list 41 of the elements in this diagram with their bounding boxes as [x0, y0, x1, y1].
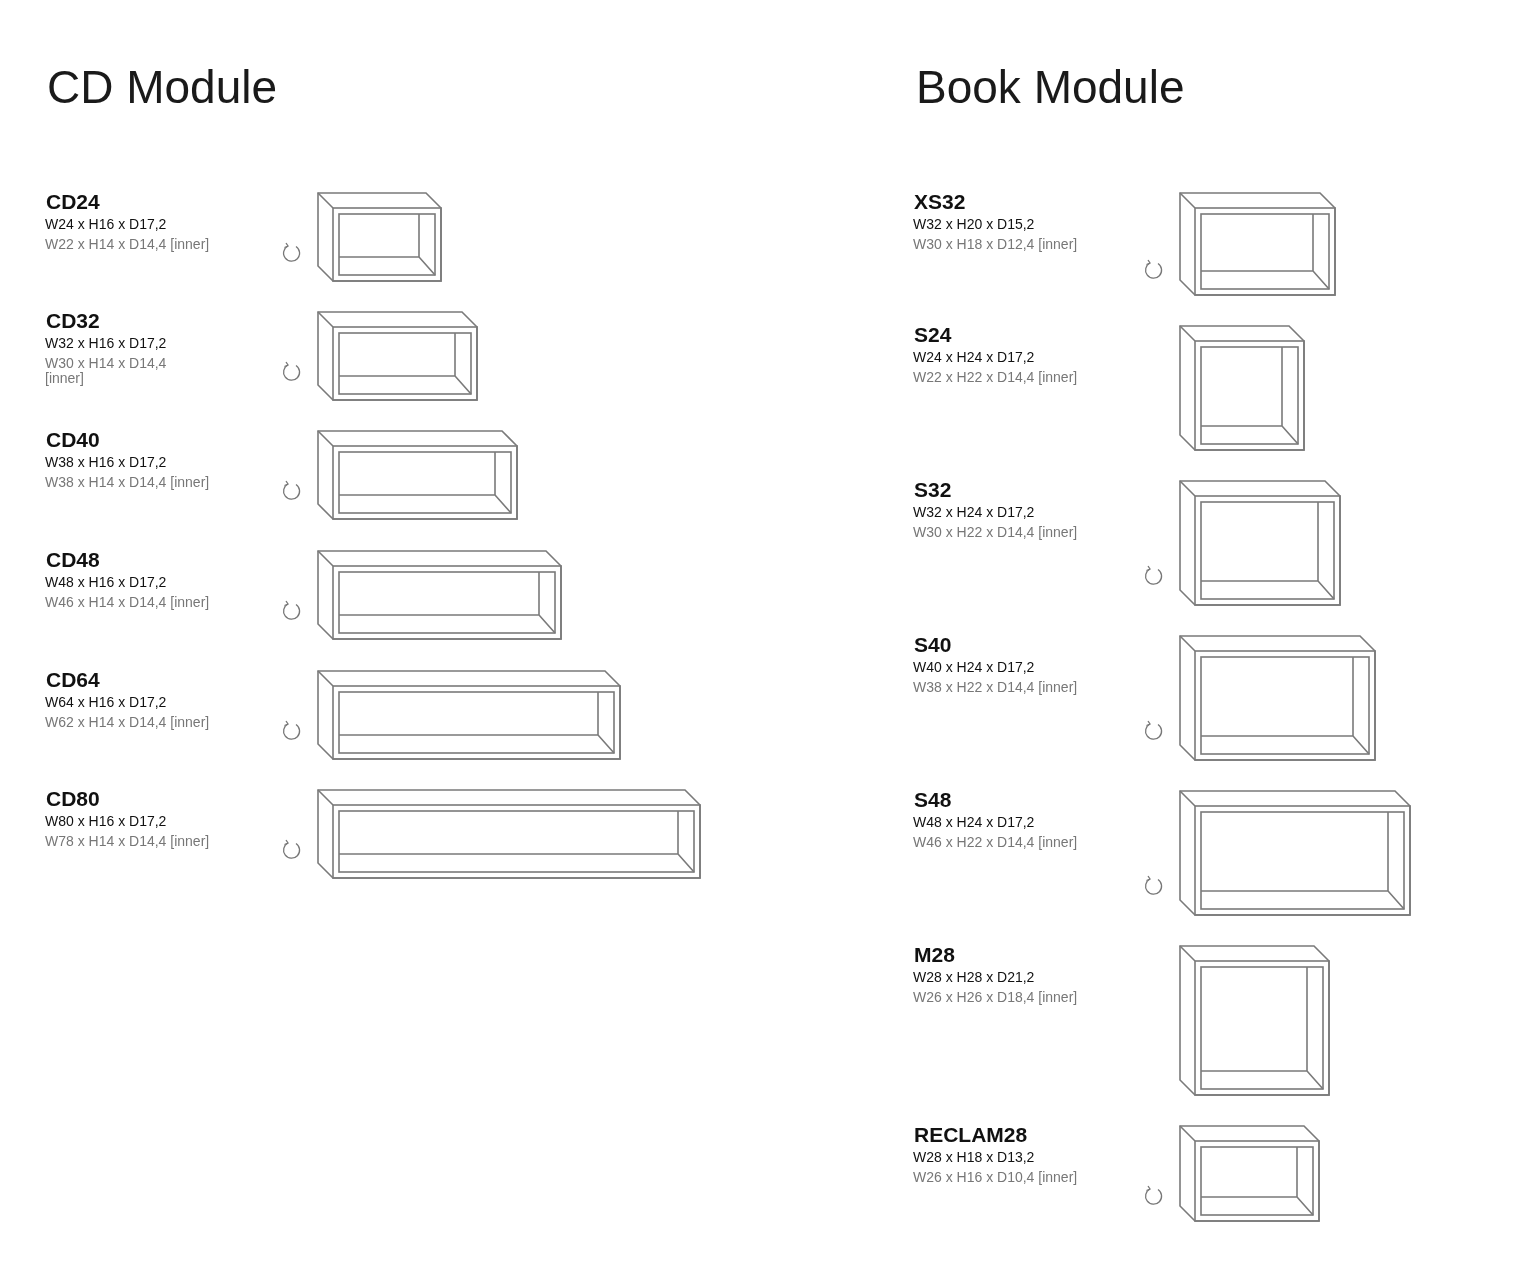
outer-dimensions: W48 x H16 x D17,2 [45, 575, 167, 591]
inner-dimensions: W78 x H14 x D14,4 [inner] [45, 834, 210, 850]
module-name: CD40 [46, 428, 100, 452]
outer-dimensions: W32 x H24 x D17,2 [913, 505, 1035, 521]
module-name: M28 [914, 943, 955, 967]
module-name: CD80 [46, 787, 100, 811]
inner-dimensions: W38 x H14 x D14,4 [inner] [45, 475, 210, 491]
section-heading: CD Module [47, 62, 278, 113]
module-name: XS32 [914, 190, 966, 214]
section-heading: Book Module [916, 62, 1185, 113]
outer-dimensions: W48 x H24 x D17,2 [913, 815, 1035, 831]
outer-dimensions: W24 x H24 x D17,2 [913, 350, 1035, 366]
module-name: RECLAM28 [914, 1123, 1028, 1147]
module-name: CD48 [46, 548, 100, 572]
inner-dimensions: W26 x H16 x D10,4 [inner] [913, 1170, 1078, 1186]
inner-dimensions: W30 x H18 x D12,4 [inner] [913, 237, 1078, 253]
outer-dimensions: W32 x H16 x D17,2 [45, 336, 167, 352]
outer-dimensions: W40 x H24 x D17,2 [913, 660, 1035, 676]
inner-dimensions: W46 x H14 x D14,4 [inner] [45, 595, 210, 611]
module-name: S48 [914, 788, 952, 812]
inner-dimensions: W22 x H14 x D14,4 [inner] [45, 237, 210, 253]
outer-dimensions: W38 x H16 x D17,2 [45, 455, 167, 471]
inner-dimensions: W38 x H22 x D14,4 [inner] [913, 680, 1078, 696]
inner-dimensions: W30 x H22 x D14,4 [inner] [913, 525, 1078, 541]
module-name: CD24 [46, 190, 100, 214]
inner-dimensions: W30 x H14 x D14,4 [inner] [45, 356, 168, 387]
outer-dimensions: W32 x H20 x D15,2 [913, 217, 1035, 233]
inner-dimensions: W46 x H22 x D14,4 [inner] [913, 835, 1078, 851]
inner-dimensions: W62 x H14 x D14,4 [inner] [45, 715, 210, 731]
module-name: CD64 [46, 668, 100, 692]
inner-dimensions: W22 x H22 x D14,4 [inner] [913, 370, 1078, 386]
outer-dimensions: W28 x H18 x D13,2 [913, 1150, 1035, 1166]
module-name: S40 [914, 633, 952, 657]
outer-dimensions: W64 x H16 x D17,2 [45, 695, 167, 711]
module-name: S32 [914, 478, 952, 502]
outer-dimensions: W24 x H16 x D17,2 [45, 217, 167, 233]
outer-dimensions: W80 x H16 x D17,2 [45, 814, 167, 830]
module-name: S24 [914, 323, 952, 347]
outer-dimensions: W28 x H28 x D21,2 [913, 970, 1035, 986]
module-name: CD32 [46, 309, 100, 333]
inner-dimensions: W26 x H26 x D18,4 [inner] [913, 990, 1078, 1006]
